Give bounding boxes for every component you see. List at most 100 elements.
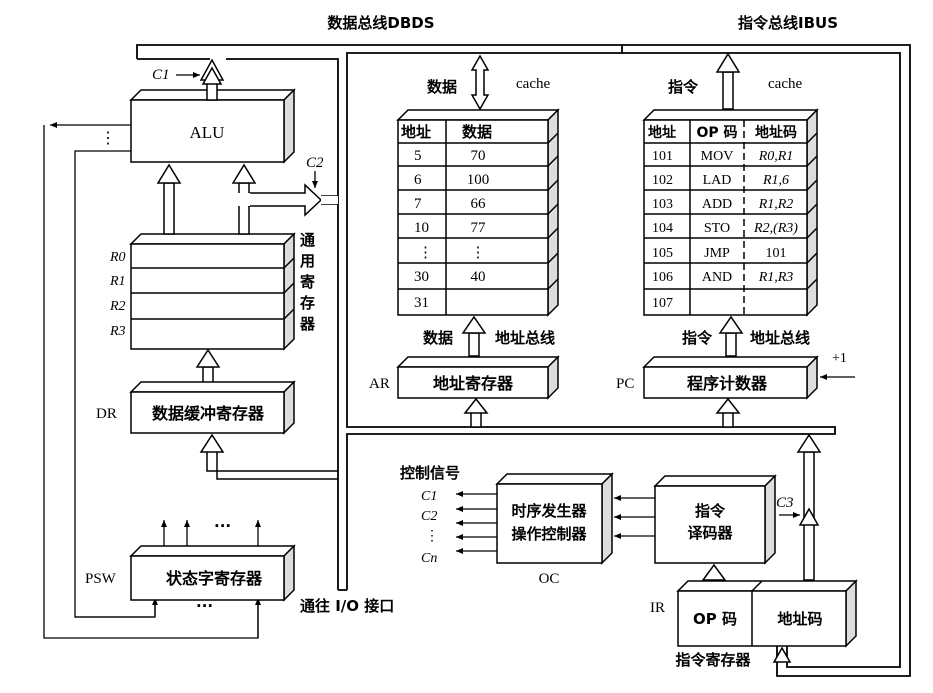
data-cache-bottom-left: 数据: [423, 329, 453, 347]
instr-cache-cell: 106: [652, 270, 673, 285]
data-cache-cell: 5: [414, 148, 422, 164]
dr-to-regs-arrow: [195, 348, 221, 392]
reg-r2: R2: [109, 299, 126, 314]
c1-tristate: [201, 66, 223, 85]
instr-cache-cell: 104: [652, 221, 673, 236]
ar-label: 地址寄存器: [433, 374, 514, 393]
dr-label: 数据缓冲寄存器: [152, 404, 265, 423]
instr-bus-label: 指令总线IBUS: [738, 14, 838, 32]
pc-prefix: PC: [616, 376, 634, 392]
instr-cache-arrow: [715, 52, 741, 110]
ir-caption: 指令寄存器: [675, 651, 751, 669]
data-bus-label: 数据总线DBDS: [327, 14, 434, 32]
data-cache-cell: 31: [414, 295, 429, 311]
instr-cache-header-addrcode: 地址码: [755, 124, 797, 141]
pc-inc-label: +1: [832, 351, 847, 366]
data-cache-cell: 100: [467, 172, 490, 188]
pc-box: [642, 355, 819, 400]
decoder-box: [653, 474, 777, 565]
alu-box: [129, 88, 296, 164]
data-cache-cell: 40: [471, 269, 486, 285]
oc-name: OC: [539, 571, 560, 587]
oc-line1: 时序发生器: [511, 502, 587, 520]
instr-cache-cell: 101: [652, 149, 673, 164]
bus-to-pc-arrow: [715, 397, 741, 428]
ir-prefix: IR: [650, 600, 665, 616]
svg-text:通: 通: [300, 231, 315, 249]
instr-cache-cell: MOV: [701, 149, 734, 164]
bus-to-ir-arrow: [772, 646, 792, 663]
reg-r3: R3: [109, 324, 126, 339]
instr-cache-cell: STO: [704, 221, 730, 236]
ir-addr-label: 地址码: [777, 610, 822, 628]
decoder-line1: 指令: [695, 502, 726, 520]
c2-label: C2: [306, 155, 324, 171]
reg-r1: R1: [109, 274, 126, 289]
alu-dots: ⋮: [100, 130, 116, 147]
svg-text:用: 用: [300, 252, 315, 270]
data-cache-header-data: 数据: [462, 123, 492, 141]
instr-cache-cells: 地址 OP 码 地址码 101 MOV R0,R1 102 LAD R1,6 1…: [648, 124, 798, 311]
instr-cache-header-op: OP 码: [696, 125, 737, 141]
instr-cache-cell: LAD: [703, 173, 732, 188]
instr-cache-cell: 101: [766, 246, 787, 261]
instr-cache-cell: R2,(R3): [753, 221, 798, 236]
data-cache-cell: 10: [414, 220, 429, 236]
data-cache-cell: 6: [414, 172, 422, 188]
ar-to-data-cache-arrow: [461, 315, 487, 357]
instr-cache-cell: R0,R1: [758, 149, 794, 164]
gp-registers: [129, 232, 296, 351]
io-label: 通往 I/O 接口: [300, 597, 394, 615]
ctrl-signal-c1: C1: [421, 489, 437, 504]
ir-box: [676, 579, 858, 648]
register-names: R0 R1 R2 R3: [109, 250, 126, 339]
bus-to-dr-path: [199, 433, 338, 480]
psw-prefix: PSW: [85, 571, 117, 587]
instr-cache-cell: R1,R2: [758, 197, 794, 212]
alu-label: ALU: [190, 123, 225, 142]
svg-text:器: 器: [299, 315, 316, 333]
control-signal-labels: C1 C2 ⋮ Cn: [421, 489, 439, 566]
control-title: 控制信号: [400, 464, 460, 482]
data-cache-cell: ⋮: [471, 245, 486, 261]
instr-cache-cell: ADD: [702, 197, 732, 212]
ar-prefix: AR: [369, 376, 390, 392]
pc-label: 程序计数器: [687, 374, 768, 393]
data-cache-bottom-right: 地址总线: [495, 329, 555, 347]
gp-register-label: 通 用 寄 存 器: [299, 231, 316, 333]
instr-cache-bottom-right: 地址总线: [750, 329, 810, 347]
data-cache-cell: 30: [414, 269, 429, 285]
ir-op-label: OP 码: [693, 610, 737, 628]
data-cache-cell: 66: [471, 196, 487, 212]
instr-cache-header-addr: 地址: [648, 124, 676, 141]
ctrl-signal-cn: Cn: [421, 551, 437, 566]
c1-label: C1: [152, 67, 170, 83]
instr-cache-cell: JMP: [704, 246, 730, 261]
data-cache-cell: 70: [471, 148, 486, 164]
ar-box: [396, 355, 560, 400]
ctrl-signal-c2: C2: [421, 509, 437, 524]
data-cache-arrow: [470, 54, 490, 111]
instr-cache-cell: 107: [652, 296, 673, 311]
c3-label: C3: [776, 495, 794, 511]
svg-text:寄: 寄: [300, 273, 315, 291]
oc-line2: 操作控制器: [511, 525, 587, 543]
ctrl-signal-dots: ⋮: [425, 529, 439, 544]
dr-box: [129, 380, 296, 435]
oc-box: [495, 472, 614, 565]
data-cache-cell: 7: [414, 196, 422, 212]
instr-cache-cache-label: cache: [768, 76, 802, 92]
psw-label: 状态字寄存器: [166, 569, 263, 588]
data-bus: [136, 44, 836, 591]
instr-cache-top-label: 指令: [668, 78, 699, 96]
data-cache-table: [396, 108, 560, 317]
ir-addr-to-bus: [796, 433, 822, 581]
data-cache-cell: 77: [471, 220, 487, 236]
instr-cache-cell: R1,R3: [758, 270, 794, 285]
instr-cache-cell: AND: [702, 270, 732, 285]
psw-dots-top: ···: [214, 517, 231, 535]
reg-r0: R0: [109, 250, 126, 265]
instr-cache-cell: 105: [652, 246, 673, 261]
